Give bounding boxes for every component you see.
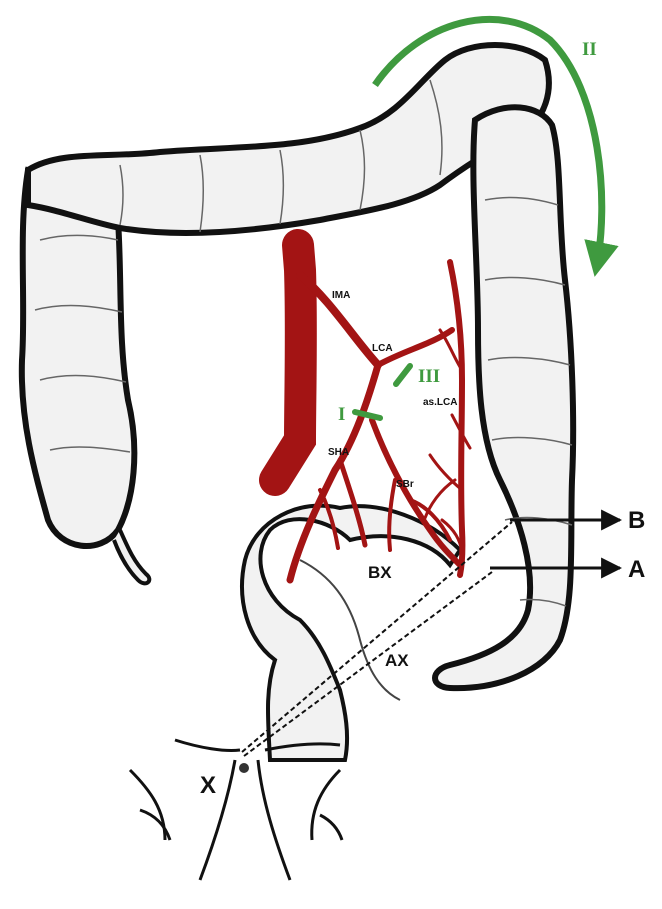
label-point-a: A [628,556,645,583]
sigmoid-rectum [242,506,460,760]
roman-label-i: I [338,404,345,425]
appendix [114,530,149,583]
label-sbr: SBr [396,479,414,490]
sigmoid-colon [242,506,460,760]
transverse-colon [28,45,549,233]
label-point-bx: BX [368,563,392,582]
roman-label-ii: II [582,39,597,60]
label-point-b: B [628,507,645,534]
ligation-marker-iii [396,366,410,384]
roman-label-iii: III [418,366,440,387]
label-lca: LCA [372,343,393,354]
label-point-x: X [200,772,216,799]
label-ima: IMA [332,290,350,301]
label-aslca: as.LCA [423,397,457,408]
label-point-ax: AX [385,651,409,670]
ima-trunk [275,245,301,480]
label-sha: SHA [328,447,349,458]
anal-point [239,763,249,773]
